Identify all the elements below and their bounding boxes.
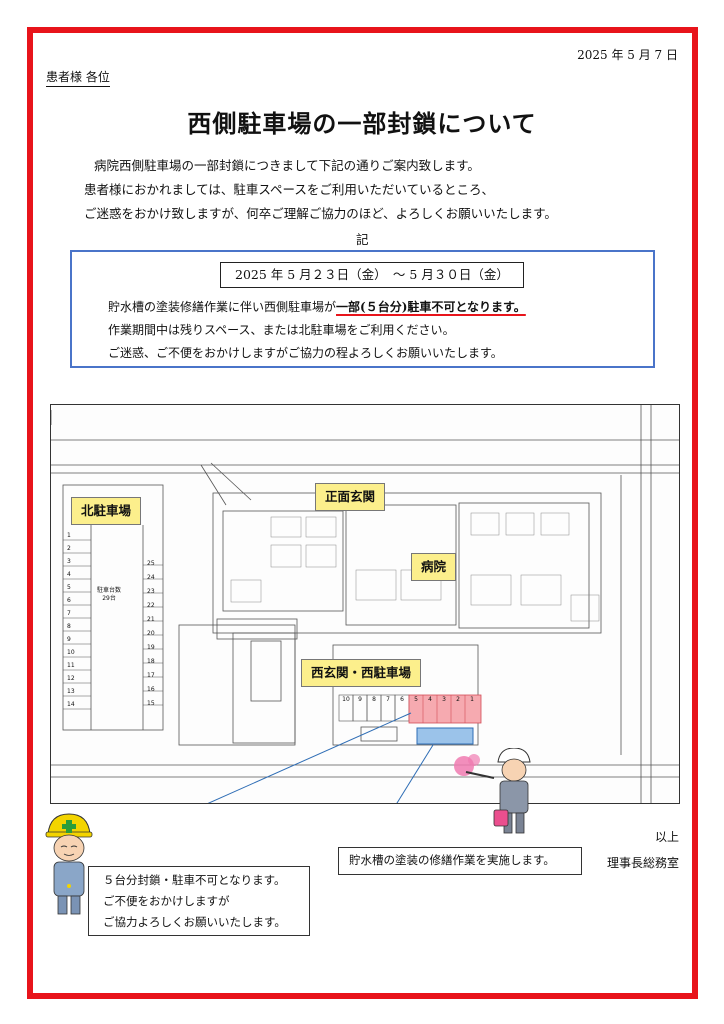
stall-number: 4 (67, 571, 71, 578)
recipient: 患者様 各位 (46, 68, 110, 87)
stall-number: 8 (67, 623, 71, 630)
stall-number: 18 (147, 658, 155, 665)
stall-number: 6 (400, 696, 404, 703)
stall-number: 11 (67, 662, 75, 669)
stall-number: 12 (67, 675, 75, 682)
notice-text: 貯水槽の塗装修繕作業に伴い西側駐車場が一部(５台分)駐車不可となります。 作業期… (108, 296, 526, 365)
stall-number: 22 (147, 602, 155, 609)
stall-number: 19 (147, 644, 155, 651)
site-map: 1 2 3 4 5 6 7 8 9 10 11 12 13 14 25 24 2… (50, 404, 680, 804)
stall-number: 21 (147, 616, 155, 623)
highlight-closure: 一部(５台分)駐車不可となります。 (336, 300, 526, 314)
intro-line: 患者様におかれましては、駐車スペースをご利用いただいているところ、 (84, 182, 495, 197)
stall-number: 1 (470, 696, 474, 703)
worker-illustration-icon (45, 813, 93, 915)
water-tank (416, 727, 474, 745)
stall-number: 9 (67, 636, 71, 643)
stall-number: 13 (67, 688, 75, 695)
intro-line: ご迷惑をおかけ致しますが、何卒ご理解ご協力のほど、よろしくお願いいたします。 (84, 206, 557, 221)
closing-dept: 理事長総務室 (606, 856, 679, 870)
callout-tank-work: 貯水槽の塗装の修繕作業を実施します。 (338, 847, 582, 875)
notice-line: ご迷惑、ご不便をおかけしますがご協力の程よろしくお願いいたします。 (108, 346, 503, 360)
stall-number: 2 (456, 696, 460, 703)
stall-number: 8 (372, 696, 376, 703)
stall-number: 20 (147, 630, 155, 637)
closing-end: 以上 (654, 830, 679, 844)
label-hospital: 病院 (411, 553, 457, 581)
ki-heading: 記 (356, 232, 369, 247)
label-north-parking: 北駐車場 (71, 497, 142, 525)
intro-line: 病院西側駐車場の一部封鎖につきまして下記の通りご案内致します。 (94, 158, 480, 173)
period-box: 2025 年 5 月２３日（金） ～ 5 月３０日（金） (220, 262, 524, 288)
stall-number: 5 (67, 584, 71, 591)
label-west-parking: 西玄関・西駐車場 (301, 659, 422, 687)
notice-line: 作業期間中は残りスペース、または北駐車場をご利用ください。 (108, 323, 455, 337)
north-stall-numbers-right: 25 24 23 22 21 20 19 18 17 16 15 (147, 557, 155, 711)
callout-line: ご協力よろしくお願いいたします。 (103, 915, 286, 929)
stall-number: 15 (147, 700, 155, 707)
stall-number: 9 (358, 696, 362, 703)
stall-number: 23 (147, 588, 155, 595)
north-stall-numbers-left: 1 2 3 4 5 6 7 8 9 10 11 12 13 14 (67, 529, 75, 711)
stall-number: 10 (67, 649, 75, 656)
label-main-entrance: 正面玄関 (315, 483, 386, 511)
notice-box: 2025 年 5 月２３日（金） ～ 5 月３０日（金） 貯水槽の塗装修繕作業に… (70, 250, 655, 368)
notice-line: 貯水槽の塗装修繕作業に伴い西側駐車場が一部(５台分)駐車不可となります。 (108, 296, 526, 319)
callout-closure: ５台分封鎖・駐車不可となります。 ご不便をおかけしますが ご協力よろしくお願いい… (88, 866, 310, 936)
stall-number: 6 (67, 597, 71, 604)
intro-paragraph: 病院西側駐車場の一部封鎖につきまして下記の通りご案内致します。 患者様におかれま… (84, 154, 557, 226)
stall-number: 5 (414, 696, 418, 703)
callout-line: ご不便をおかけしますが (103, 894, 230, 908)
stall-number: 16 (147, 686, 155, 693)
stall-number: 4 (428, 696, 432, 703)
red-border-frame (27, 27, 698, 999)
closing-block: 以上 理事長総務室 (607, 824, 679, 876)
stall-number: 1 (67, 532, 71, 539)
stall-number: 7 (386, 696, 390, 703)
callout-line: ５台分封鎖・駐車不可となります。 (103, 873, 286, 887)
stall-number: 17 (147, 672, 155, 679)
stall-number: 14 (67, 701, 75, 708)
closed-parking-stalls (408, 694, 482, 724)
page-title: 西側駐車場の一部封鎖について (187, 109, 537, 138)
west-stall-numbers: 10 9 8 7 6 5 4 3 2 1 (339, 696, 479, 703)
issue-date: 2025 年 5 月 7 日 (577, 48, 678, 62)
stall-number: 3 (442, 696, 446, 703)
stall-number: 25 (147, 560, 155, 567)
painter-illustration-icon (454, 748, 531, 834)
stall-number: 3 (67, 558, 71, 565)
site-map-drawing (51, 405, 679, 803)
stall-number: 10 (342, 696, 350, 703)
stall-number: 2 (67, 545, 71, 552)
north-parking-total: 駐車台数 29台 (97, 587, 122, 602)
stall-number: 7 (67, 610, 71, 617)
notice-line-text: 貯水槽の塗装修繕作業に伴い西側駐車場が (108, 300, 337, 314)
stall-number: 24 (147, 574, 155, 581)
